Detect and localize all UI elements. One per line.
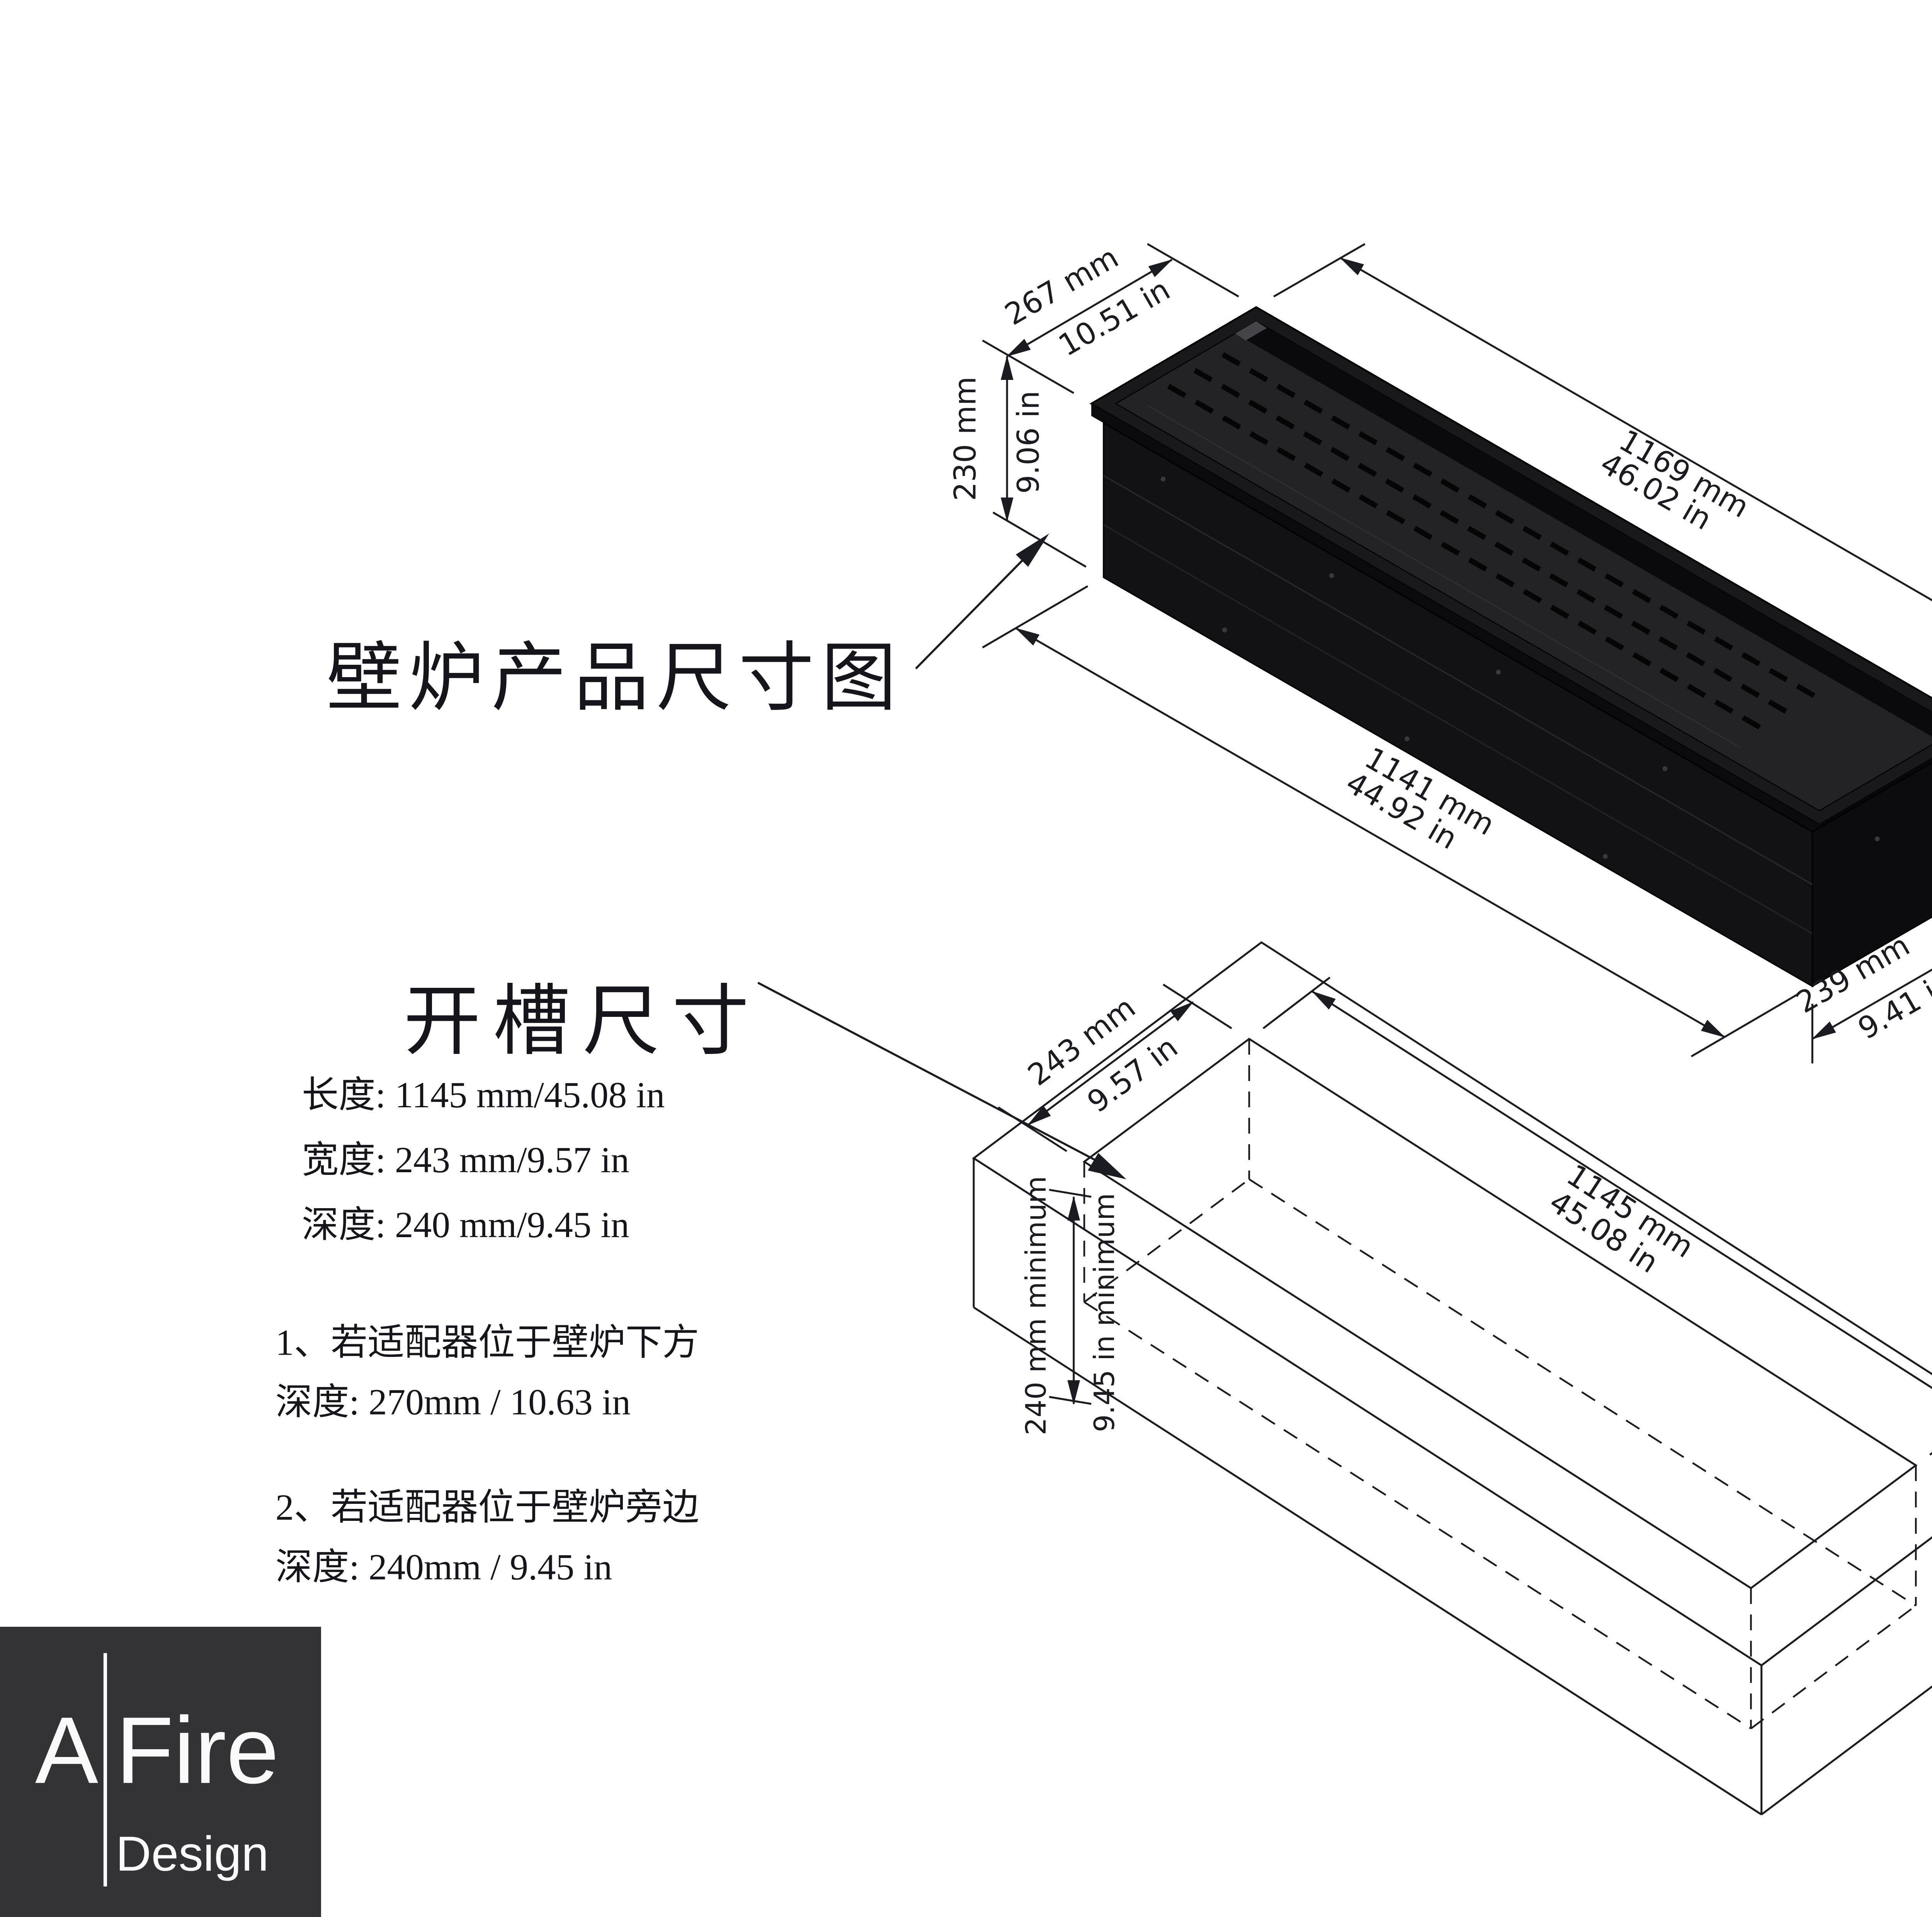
note2-title: 2、若适配器位于壁炉旁边 [275,1486,699,1529]
dim-slot-depth-in: 9.45 in minimum [1088,1193,1121,1432]
dim-slot-depth-mm: 240 mm minimum [1020,1176,1053,1435]
dim-height-left-mm: 230 mm [948,376,983,501]
slot-spec-width: 宽度: 243 mm/9.57 in [301,1139,629,1181]
product-dimensions-label: 壁炉产品尺寸图 [326,638,904,722]
slot-dimension-lines [998,977,1932,1456]
slot-opening [1082,1037,1918,1590]
leader-arrowhead [1015,533,1049,567]
slot-dimension-texts: 243 mm 9.57 in 1145 mm 45.08 in 240 mm m… [1020,990,1700,1435]
slot-spec-depth: 深度: 240 mm/9.45 in [301,1204,629,1246]
slot-cavity-hidden-edges [1083,1039,1917,1730]
logo-word-design: Design [116,1827,269,1881]
slot-dimensions-title: 开槽尺寸 [403,979,762,1066]
fireplace-isometric-drawing [1089,306,1932,987]
note2-value: 深度: 240mm / 9.45 in [275,1546,612,1588]
note1-title: 1、若适配器位于壁炉下方 [275,1321,699,1364]
note1-value: 深度: 270mm / 10.63 in [275,1381,631,1423]
logo-divider-bar [103,1653,107,1887]
leader-product-label [915,533,1049,669]
leader-arrowhead [1088,1153,1127,1180]
logo-word-fire: Fire [116,1699,279,1804]
fireplace-body-end-face [1811,762,1932,987]
leader-slot-label [757,982,1127,1180]
note-adapter-below: 1、若适配器位于壁炉下方 深度: 270mm / 10.63 in [276,1313,699,1432]
slot-spec-list: 长度: 1145 mm/45.08 in 宽度: 243 mm/9.57 in … [302,1064,665,1258]
fireplace-trough-end-cap [1235,321,1267,340]
slot-spec-length: 长度: 1145 mm/45.08 in [301,1074,665,1116]
dim-height-left-in: 9.06 in [1011,391,1046,494]
logo-letter-a: A [35,1699,99,1804]
note-adapter-beside: 2、若适配器位于壁炉旁边 深度: 240mm / 9.45 in [276,1478,699,1597]
afire-design-logo: A Fire Design [0,1627,321,1917]
